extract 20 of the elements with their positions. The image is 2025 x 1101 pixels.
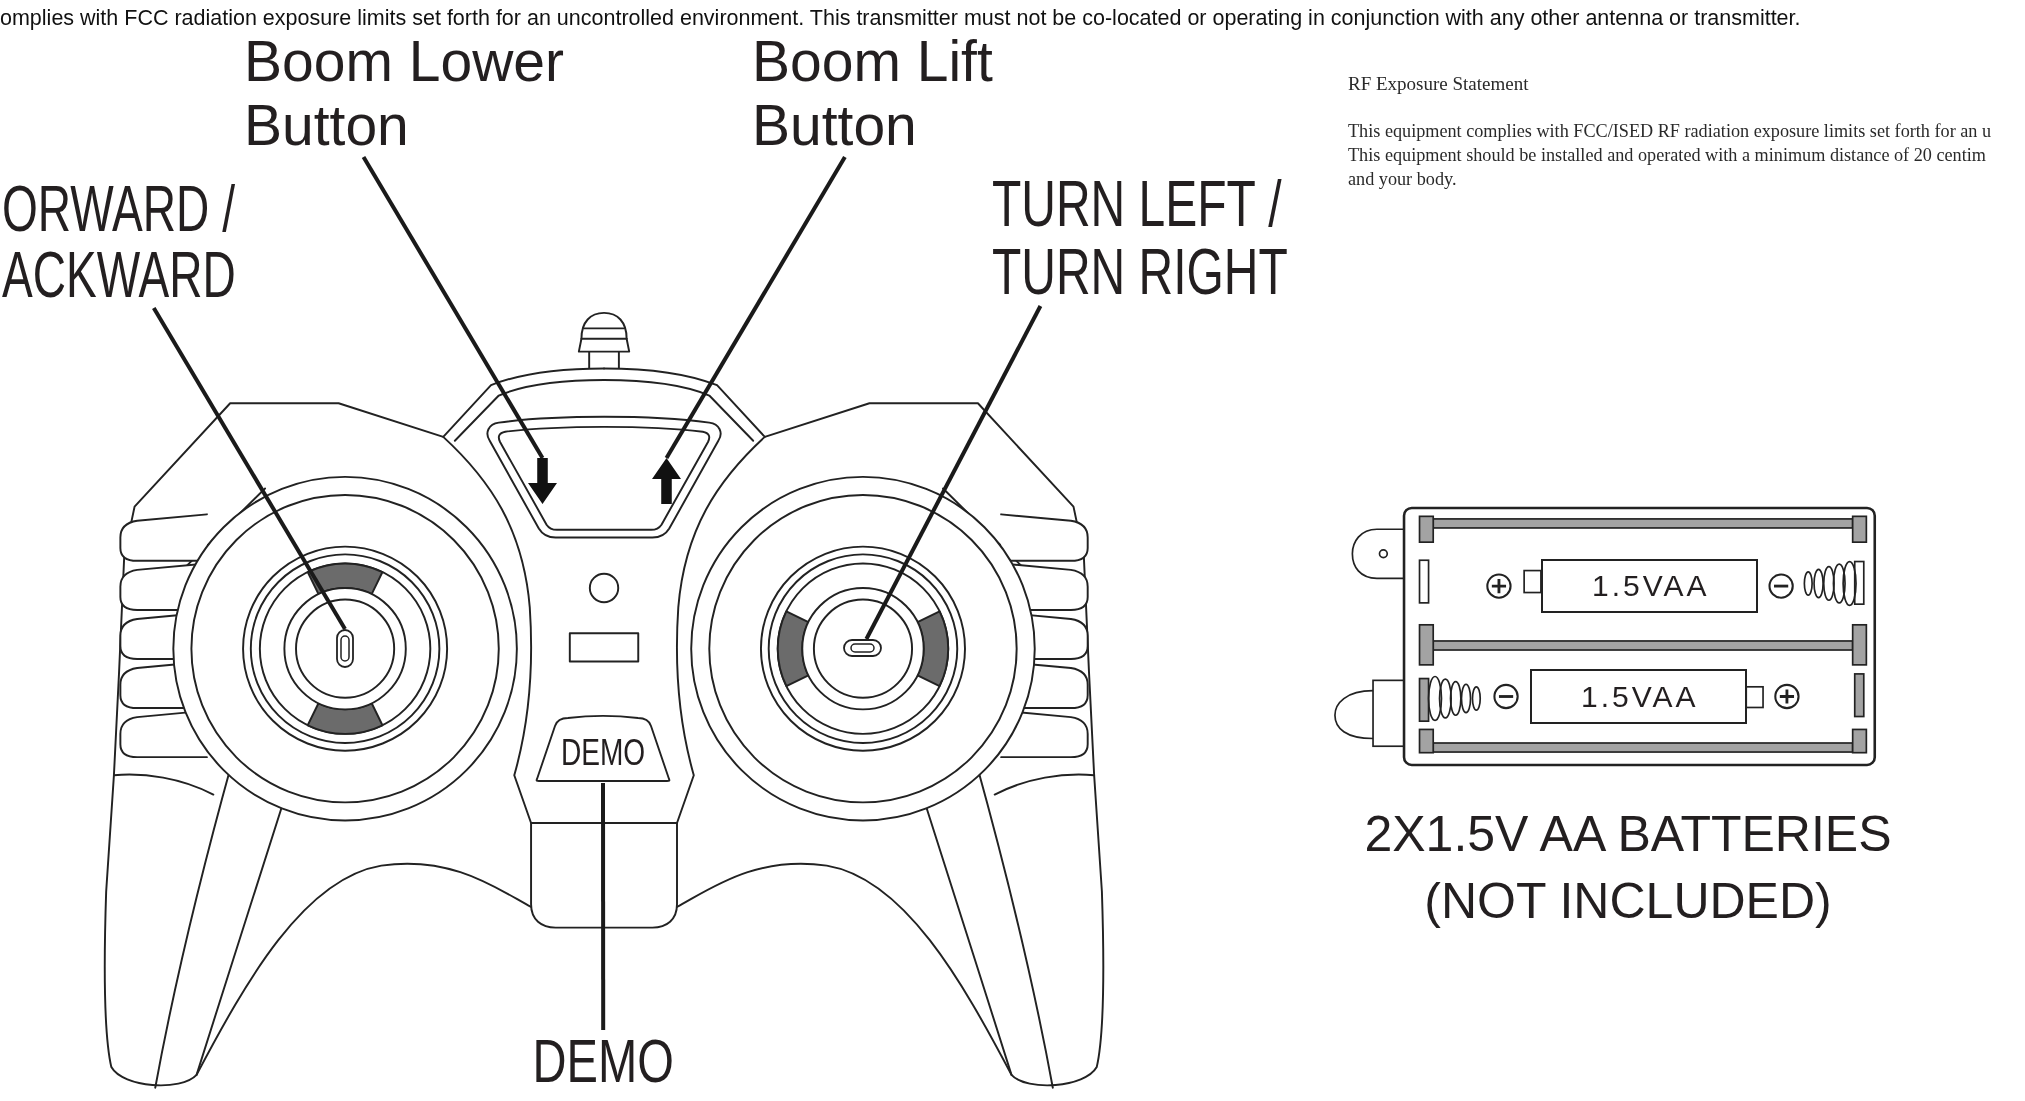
callout-label: TURN LEFT / TURN RIGHT [992, 170, 1295, 306]
controller-button: DEMO [533, 714, 673, 783]
notice-text: omplies with FCC radiation exposure limits set forth for an uncontrolled environment. This transmitter must not be co-located or operating in conjunction with any other antenna or transmitter. [0, 7, 1801, 29]
leader-line [664, 155, 847, 460]
leader-line [601, 783, 606, 1030]
leader-line [361, 155, 545, 460]
arrow-down-icon [528, 458, 557, 504]
joystick-knob [336, 629, 354, 668]
paragraph-text: This equipment complies with FCC/ISED RF radiation exposure limits set forth for an u [1348, 120, 1992, 143]
joystick-knob [843, 639, 882, 657]
arrow-up-icon [652, 458, 681, 504]
leader-line [152, 306, 347, 631]
callout-label: Boom Lift Button [752, 29, 1010, 157]
callout-label: ORWARD / ACKWARD [2, 176, 247, 308]
callout-label: Boom Lower Button [244, 29, 576, 157]
heading-text: RF Exposure Statement [1348, 72, 1529, 96]
leader-line [864, 305, 1043, 640]
caption-text: 2X1.5V AA BATTERIES (NOT INCLUDED) [1363, 805, 1893, 931]
callout-label: DEMO [531, 1030, 676, 1092]
paragraph-text: This equipment should be installed and operated with a minimum distance of 20 centim and your body. [1348, 144, 1987, 191]
